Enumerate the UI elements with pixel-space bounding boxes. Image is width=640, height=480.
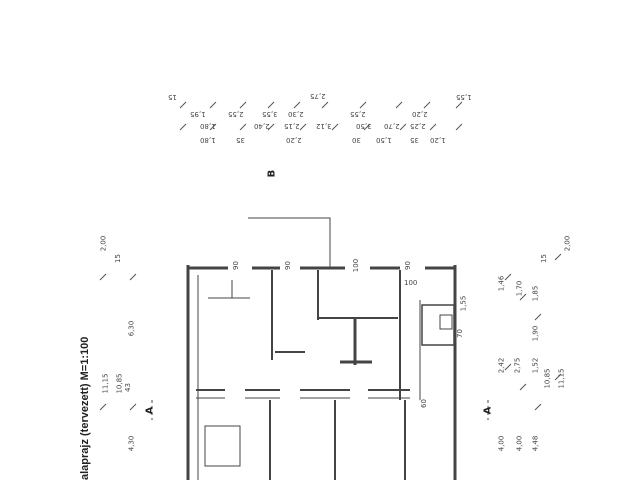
dim-label: 60 (419, 399, 428, 408)
t-wall-2 (340, 318, 372, 365)
dim-label: 2,15 (284, 122, 300, 130)
dim-label: 90 (231, 261, 240, 270)
dim-label: 1,52 (531, 357, 540, 374)
dim-label: 2,70 (384, 122, 400, 130)
dim-label: 90 (403, 261, 412, 270)
dim-label: 2,55 (350, 110, 366, 118)
section-label-a-left: A (144, 406, 156, 415)
dim-label: 70 (455, 329, 464, 338)
dim-label: 1,55 (456, 93, 472, 101)
window-marks (186, 360, 457, 480)
dim-label: 2,55 (228, 110, 244, 118)
dim-label: 15 (168, 93, 177, 101)
dim-label: 15 (113, 254, 122, 263)
dim-label: 2,75 (310, 92, 326, 100)
room-fixture (204, 425, 241, 467)
dim-label: 2,42 (497, 357, 506, 374)
dim-label: 2,20 (286, 136, 302, 144)
bathroom-inner (439, 314, 453, 330)
dim-label: 2,75 (513, 357, 522, 374)
t-wall-4 (208, 280, 250, 299)
dim-label: 1,80 (200, 136, 216, 144)
dim-label: 1,95 (190, 110, 206, 118)
dim-label: 1,90 (531, 325, 540, 342)
dim-label: 2,20 (412, 110, 428, 118)
dim-label: 11,15 (101, 373, 110, 394)
dim-label: 30 (352, 136, 361, 144)
dim-label: 2,30 (288, 110, 304, 118)
drawing-title: alaprajz (tervezett) M=1:100 (79, 336, 91, 480)
section-label-a-right: A (482, 406, 494, 415)
dim-label: 11,15 (557, 368, 566, 389)
dim-label: 10,85 (115, 373, 124, 394)
dim-label: 1,70 (515, 280, 524, 297)
dim-label: 1,50 (376, 136, 392, 144)
dim-label: 1,85 (531, 285, 540, 302)
dim-label: 1,55 (459, 295, 468, 312)
dim-label: 15 (539, 254, 548, 263)
dim-label: 35 (236, 136, 245, 144)
dim-label: 4,00 (497, 435, 506, 452)
dim-label: 2,00 (99, 235, 108, 252)
dim-label: 3,12 (316, 122, 332, 130)
dim-label: 90 (283, 261, 292, 270)
leader-line (248, 217, 331, 268)
dim-label: 2,40 (254, 122, 270, 130)
dim-label: 3,55 (262, 110, 278, 118)
dim-label: 100 (404, 279, 418, 287)
bathroom-block (421, 304, 455, 346)
dim-label: 35 (410, 136, 419, 144)
dim-label: 2,00 (563, 235, 572, 252)
dim-label: 10,85 (543, 368, 552, 389)
dim-label: 3,50 (356, 122, 372, 130)
dim-label: 2,25 (410, 122, 426, 130)
section-label-b: B (266, 169, 278, 178)
dim-label: 6,30 (127, 320, 136, 337)
dim-label: 1,46 (497, 275, 506, 292)
dim-label: 1,20 (430, 136, 446, 144)
dim-label: 4,00 (515, 435, 524, 452)
dim-label: 4,48 (531, 435, 540, 452)
dim-label: 100 (352, 258, 361, 273)
dim-label: 43 (123, 383, 132, 392)
dim-label: 4,30 (127, 435, 136, 452)
dim-label: 1,80 (200, 122, 216, 130)
